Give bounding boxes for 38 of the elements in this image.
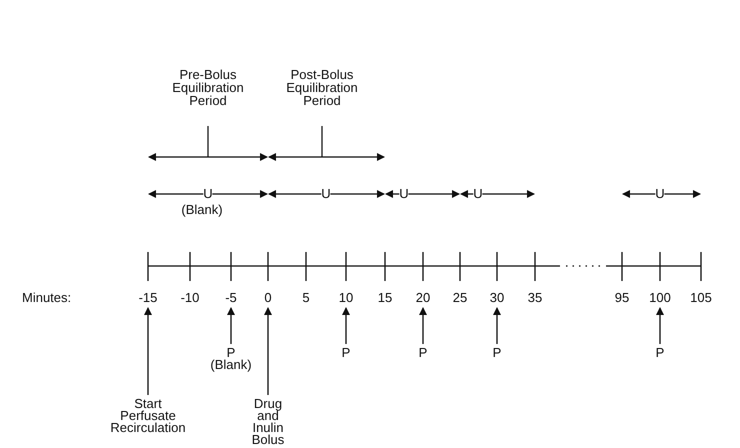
event-label: P	[340, 347, 352, 359]
arrow	[227, 307, 235, 344]
period-heading: Post-Bolus Equilibration Period	[285, 68, 359, 107]
tick-label: 5	[302, 291, 310, 304]
period-heading: Pre-Bolus Equilibration Period	[171, 68, 245, 107]
event-label: P	[226, 347, 236, 359]
axis-title: Minutes:	[22, 291, 72, 304]
tick-label: 105	[690, 291, 712, 304]
tick-label: 35	[528, 291, 542, 304]
event-label: Drug and Inulin Bolus	[250, 398, 286, 446]
tick-label: -5	[224, 291, 238, 304]
event-label: (Blank)	[209, 359, 253, 371]
interval-label: U	[203, 187, 213, 200]
interval-label: U	[399, 187, 409, 200]
tick-label: 95	[614, 291, 630, 304]
interval-label: U	[655, 187, 665, 200]
arrow	[264, 307, 272, 395]
arrow	[656, 307, 664, 344]
tick-label: -15	[138, 291, 158, 304]
interval-label: U	[473, 187, 483, 200]
tick-label: -10	[180, 291, 200, 304]
event-label: P	[418, 347, 428, 359]
interval-label: U	[321, 187, 331, 200]
tick-label: 15	[378, 291, 392, 304]
event-label: P	[654, 347, 666, 359]
arrow	[493, 307, 501, 344]
tick-label: 10	[338, 291, 354, 304]
arrow	[144, 307, 152, 395]
event-label: Start Perfusate Recirculation	[109, 398, 187, 434]
event-label: P	[492, 347, 502, 359]
tick-label: 0	[263, 291, 273, 304]
arrow	[342, 307, 350, 344]
interval-note: (Blank)	[181, 203, 223, 216]
tick-label: 20	[414, 291, 432, 304]
tick-label: 30	[488, 291, 506, 304]
tick-label: 25	[452, 291, 468, 304]
arrow	[419, 307, 427, 344]
tick-label: 100	[648, 291, 672, 304]
